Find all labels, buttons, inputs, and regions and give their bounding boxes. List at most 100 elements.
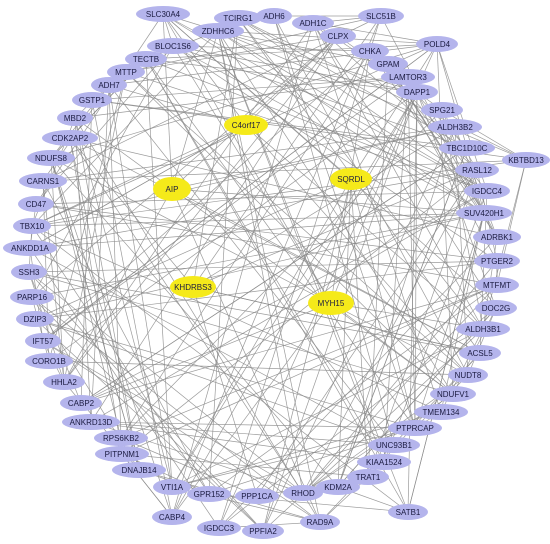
node-SSH3: SSH3 (11, 264, 47, 280)
node-SATB1: SATB1 (388, 504, 428, 520)
node-PITPNM1: PITPNM1 (95, 446, 149, 462)
svg-text:ADH6: ADH6 (263, 12, 285, 21)
node-CABP4: CABP4 (152, 509, 192, 525)
edge-21 (217, 30, 389, 65)
edge-219 (337, 147, 468, 488)
edge-85 (50, 157, 339, 488)
node-POLD4: POLD4 (416, 36, 458, 52)
svg-text:PARP16: PARP16 (17, 293, 48, 302)
edge-28 (31, 45, 174, 298)
edge-222 (42, 180, 210, 495)
svg-text:KHDRBS3: KHDRBS3 (174, 283, 212, 292)
svg-text:DAPP1: DAPP1 (404, 88, 431, 97)
node-MTTP: MTTP (107, 64, 145, 80)
hub-node-KHDRBS3: KHDRBS3 (170, 276, 216, 298)
svg-text:DNAJB14: DNAJB14 (121, 466, 157, 475)
edge-187 (273, 15, 416, 429)
node-GPAM: GPAM (368, 56, 408, 72)
node-NDUFV1: NDUFV1 (430, 386, 476, 402)
svg-text:TECTB: TECTB (133, 55, 159, 64)
svg-text:TMEM134: TMEM134 (423, 408, 460, 417)
edge-263 (171, 188, 485, 214)
edge-280 (192, 169, 478, 288)
svg-text:SPG21: SPG21 (429, 106, 455, 115)
svg-text:SSH3: SSH3 (19, 268, 40, 277)
edge-267 (350, 43, 438, 180)
edge-12 (63, 22, 314, 383)
edge-144 (467, 307, 497, 376)
node-GSTP1: GSTP1 (72, 92, 112, 108)
edge-177 (80, 190, 488, 404)
node-TBC1D10C: TBC1D10C (439, 140, 495, 156)
edge-59 (108, 84, 173, 488)
edge-56 (407, 76, 416, 429)
svg-text:MYH15: MYH15 (318, 299, 345, 308)
hub-node-AIP: AIP (153, 177, 191, 201)
edge-266 (337, 178, 352, 488)
edge-207 (74, 117, 140, 471)
edge-69 (74, 117, 92, 423)
edge-254 (245, 35, 339, 126)
edge-281 (192, 126, 456, 288)
edge-282 (171, 302, 332, 518)
edge-35 (145, 58, 418, 93)
svg-text:CABP2: CABP2 (68, 399, 95, 408)
edge-52 (367, 63, 389, 478)
edge-71 (441, 109, 527, 161)
svg-text:VTI1A: VTI1A (161, 483, 184, 492)
node-KDM2A: KDM2A (316, 479, 360, 495)
svg-text:CD47: CD47 (26, 200, 47, 209)
node-IGDCC3: IGDCC3 (197, 520, 241, 536)
edge-158 (69, 137, 481, 354)
edge-264 (63, 188, 173, 383)
svg-text:ADH7: ADH7 (98, 81, 120, 90)
edge-239 (50, 157, 173, 518)
edge-233 (407, 212, 485, 513)
edge-61 (171, 91, 418, 488)
node-PPP1CA: PPP1CA (235, 488, 279, 504)
edge-54 (74, 76, 409, 119)
edge-180 (312, 22, 442, 413)
edge-164 (48, 360, 469, 376)
svg-text:CHKA: CHKA (359, 47, 382, 56)
edge-195 (29, 247, 395, 446)
edge-255 (162, 13, 247, 126)
edge-38 (42, 50, 371, 342)
svg-text:RPS6KB2: RPS6KB2 (103, 434, 140, 443)
edge-43 (31, 43, 438, 227)
edge-74 (262, 126, 456, 532)
node-DAPP1: DAPP1 (396, 84, 438, 100)
edge-110 (31, 212, 485, 227)
svg-text:DOC2G: DOC2G (482, 304, 510, 313)
svg-text:ADRBK1: ADRBK1 (481, 233, 514, 242)
edge-237 (171, 91, 418, 518)
svg-text:KIAA1524: KIAA1524 (366, 458, 403, 467)
svg-text:TRAT1: TRAT1 (356, 473, 381, 482)
svg-text:IGDCC3: IGDCC3 (204, 524, 235, 533)
edge-132 (28, 271, 454, 395)
edge-157 (42, 76, 409, 342)
edge-286 (80, 302, 332, 404)
node-KIAA1524: KIAA1524 (357, 454, 411, 470)
node-LAMTOR3: LAMTOR3 (381, 69, 435, 85)
svg-text:NDUFS8: NDUFS8 (35, 154, 68, 163)
svg-text:SUV420H1: SUV420H1 (464, 209, 505, 218)
edge-168 (42, 180, 65, 383)
node-SUV420H1: SUV420H1 (456, 205, 512, 221)
edge-204 (145, 58, 385, 463)
edge-196 (108, 84, 395, 446)
edge-199 (121, 169, 478, 455)
svg-text:SLC51B: SLC51B (366, 12, 396, 21)
node-MTFMT: MTFMT (475, 277, 519, 293)
node-RPS6KB2: RPS6KB2 (94, 430, 148, 446)
svg-text:RHOD: RHOD (291, 489, 315, 498)
node-PARP16: PARP16 (10, 289, 54, 305)
edge-80 (69, 137, 304, 494)
node-TCIRG1: TCIRG1 (214, 10, 262, 26)
edge-156 (42, 43, 438, 342)
edge-174 (217, 30, 454, 395)
edge-130 (28, 260, 498, 273)
edge-171 (50, 157, 65, 383)
edge-272 (350, 178, 416, 429)
